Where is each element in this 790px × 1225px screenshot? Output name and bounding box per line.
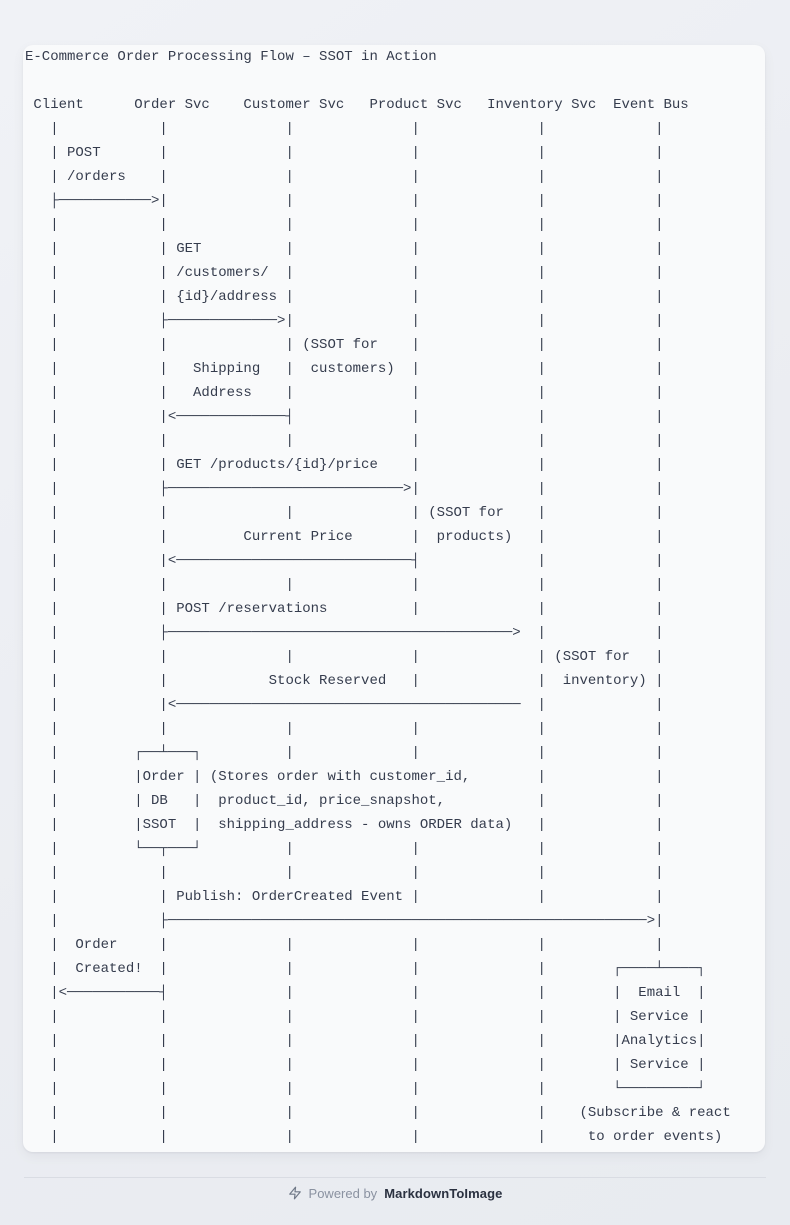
brand-name[interactable]: MarkdownToImage bbox=[384, 1185, 503, 1201]
page-title: E-Commerce Order Processing Flow – SSOT … bbox=[25, 49, 437, 65]
ascii-sequence-diagram: Client Order Svc Customer Svc Product Sv… bbox=[33, 97, 731, 1145]
lightning-bolt-icon bbox=[288, 1186, 302, 1200]
footer-divider bbox=[24, 1177, 766, 1178]
footer: Powered by MarkdownToImage bbox=[0, 1183, 790, 1203]
diagram-card: E-Commerce Order Processing Flow – SSOT … bbox=[23, 45, 765, 1152]
powered-by-label: Powered by bbox=[308, 1185, 378, 1201]
